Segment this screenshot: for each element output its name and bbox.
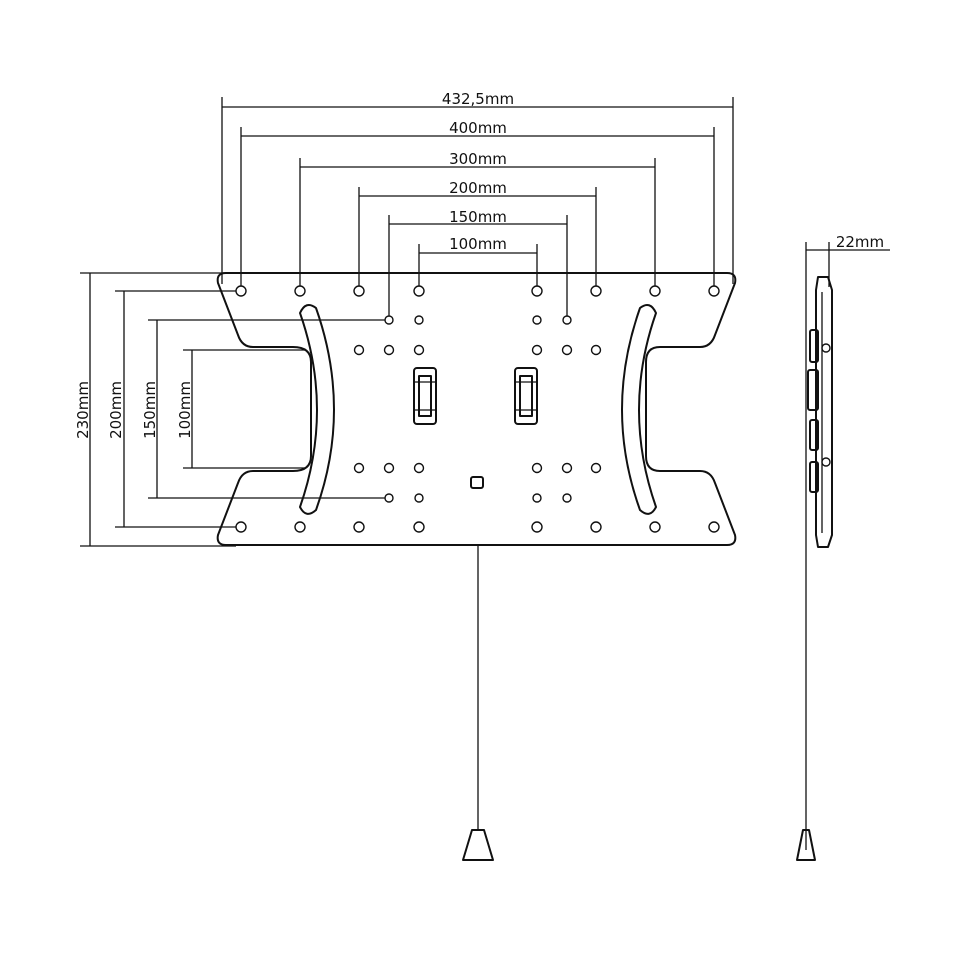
mounting-hole — [531, 344, 543, 356]
label-200mm-vertical: 200mm — [107, 381, 125, 439]
right-curved-slot — [621, 303, 657, 515]
mounting-hole — [532, 493, 542, 503]
horizontal-dimensions: 432,5mm 400mm 300mm 200mm 150mm — [221, 90, 734, 316]
cord-weight-side — [796, 829, 816, 861]
mounting-hole — [383, 344, 395, 356]
mounting-hole — [413, 344, 425, 356]
mounting-hole — [531, 462, 543, 474]
vesa-vertical-bracket-left — [413, 367, 437, 425]
dim-400mm: 400mm — [240, 119, 715, 287]
mounting-hole — [353, 521, 365, 533]
mounting-hole — [561, 344, 573, 356]
side-plate-outline — [815, 276, 833, 548]
mounting-hole — [708, 521, 720, 533]
dim-22mm: 22mm — [805, 233, 890, 850]
label-400mm: 400mm — [449, 119, 507, 137]
label-432-5mm: 432,5mm — [442, 90, 514, 108]
mounting-hole — [413, 285, 425, 297]
plate-outline — [216, 272, 737, 546]
dim-200mm-vertical: 200mm — [107, 290, 236, 528]
label-230mm: 230mm — [74, 381, 92, 439]
mounting-hole — [235, 521, 247, 533]
mounting-hole — [590, 462, 602, 474]
mounting-hole — [384, 493, 394, 503]
mounting-hole — [562, 493, 572, 503]
label-22mm: 22mm — [836, 233, 884, 251]
side-bracket-top — [809, 329, 819, 363]
side-bracket-lower — [809, 419, 819, 451]
mounting-hole — [294, 521, 306, 533]
side-bracket-middle — [807, 369, 819, 411]
label-100mm-vertical: 100mm — [176, 381, 194, 439]
vesa-vertical-bracket-right — [514, 367, 538, 425]
label-150mm: 150mm — [449, 208, 507, 226]
dim-100mm-vertical: 100mm — [176, 349, 306, 469]
cord-weight-front — [462, 829, 494, 861]
mounting-hole — [531, 521, 543, 533]
mounting-hole — [414, 493, 424, 503]
mounting-hole — [384, 315, 394, 325]
mounting-hole — [649, 521, 661, 533]
safety-cord-front — [462, 546, 494, 861]
dim-150mm-vertical: 150mm — [141, 319, 386, 499]
side-pivot — [821, 457, 831, 467]
mounting-hole — [532, 315, 542, 325]
mounting-hole — [413, 521, 425, 533]
label-300mm: 300mm — [449, 150, 507, 168]
mounting-hole — [353, 462, 365, 474]
mounting-hole — [590, 344, 602, 356]
mounting-hole — [413, 462, 425, 474]
mounting-hole — [383, 462, 395, 474]
dim-150mm: 150mm — [388, 208, 568, 316]
mounting-hole — [708, 285, 720, 297]
dim-300mm: 300mm — [299, 150, 656, 287]
dim-432-5mm: 432,5mm — [221, 90, 734, 284]
label-200mm: 200mm — [449, 179, 507, 197]
mounting-hole — [353, 285, 365, 297]
mount-plate-front-view — [216, 272, 737, 546]
mounting-hole — [590, 521, 602, 533]
mount-side-view: 22mm — [796, 233, 890, 861]
mounting-holes — [235, 285, 720, 533]
mounting-hole — [353, 344, 365, 356]
mounting-hole — [294, 285, 306, 297]
dim-100mm: 100mm — [418, 235, 538, 287]
mounting-hole — [561, 462, 573, 474]
left-curved-slot — [299, 303, 335, 515]
side-bracket-bottom — [809, 461, 819, 493]
dim-230mm: 230mm — [74, 272, 236, 547]
label-150mm-vertical: 150mm — [141, 381, 159, 439]
mounting-hole — [235, 285, 247, 297]
dim-200mm: 200mm — [358, 179, 597, 287]
mounting-hole — [590, 285, 602, 297]
center-lock-tab — [470, 476, 484, 489]
mounting-hole — [562, 315, 572, 325]
side-pivot — [821, 343, 831, 353]
mounting-hole — [649, 285, 661, 297]
label-100mm: 100mm — [449, 235, 507, 253]
mounting-hole — [414, 315, 424, 325]
vertical-dimensions: 230mm 200mm 150mm 100mm — [74, 272, 386, 547]
mounting-hole — [531, 285, 543, 297]
